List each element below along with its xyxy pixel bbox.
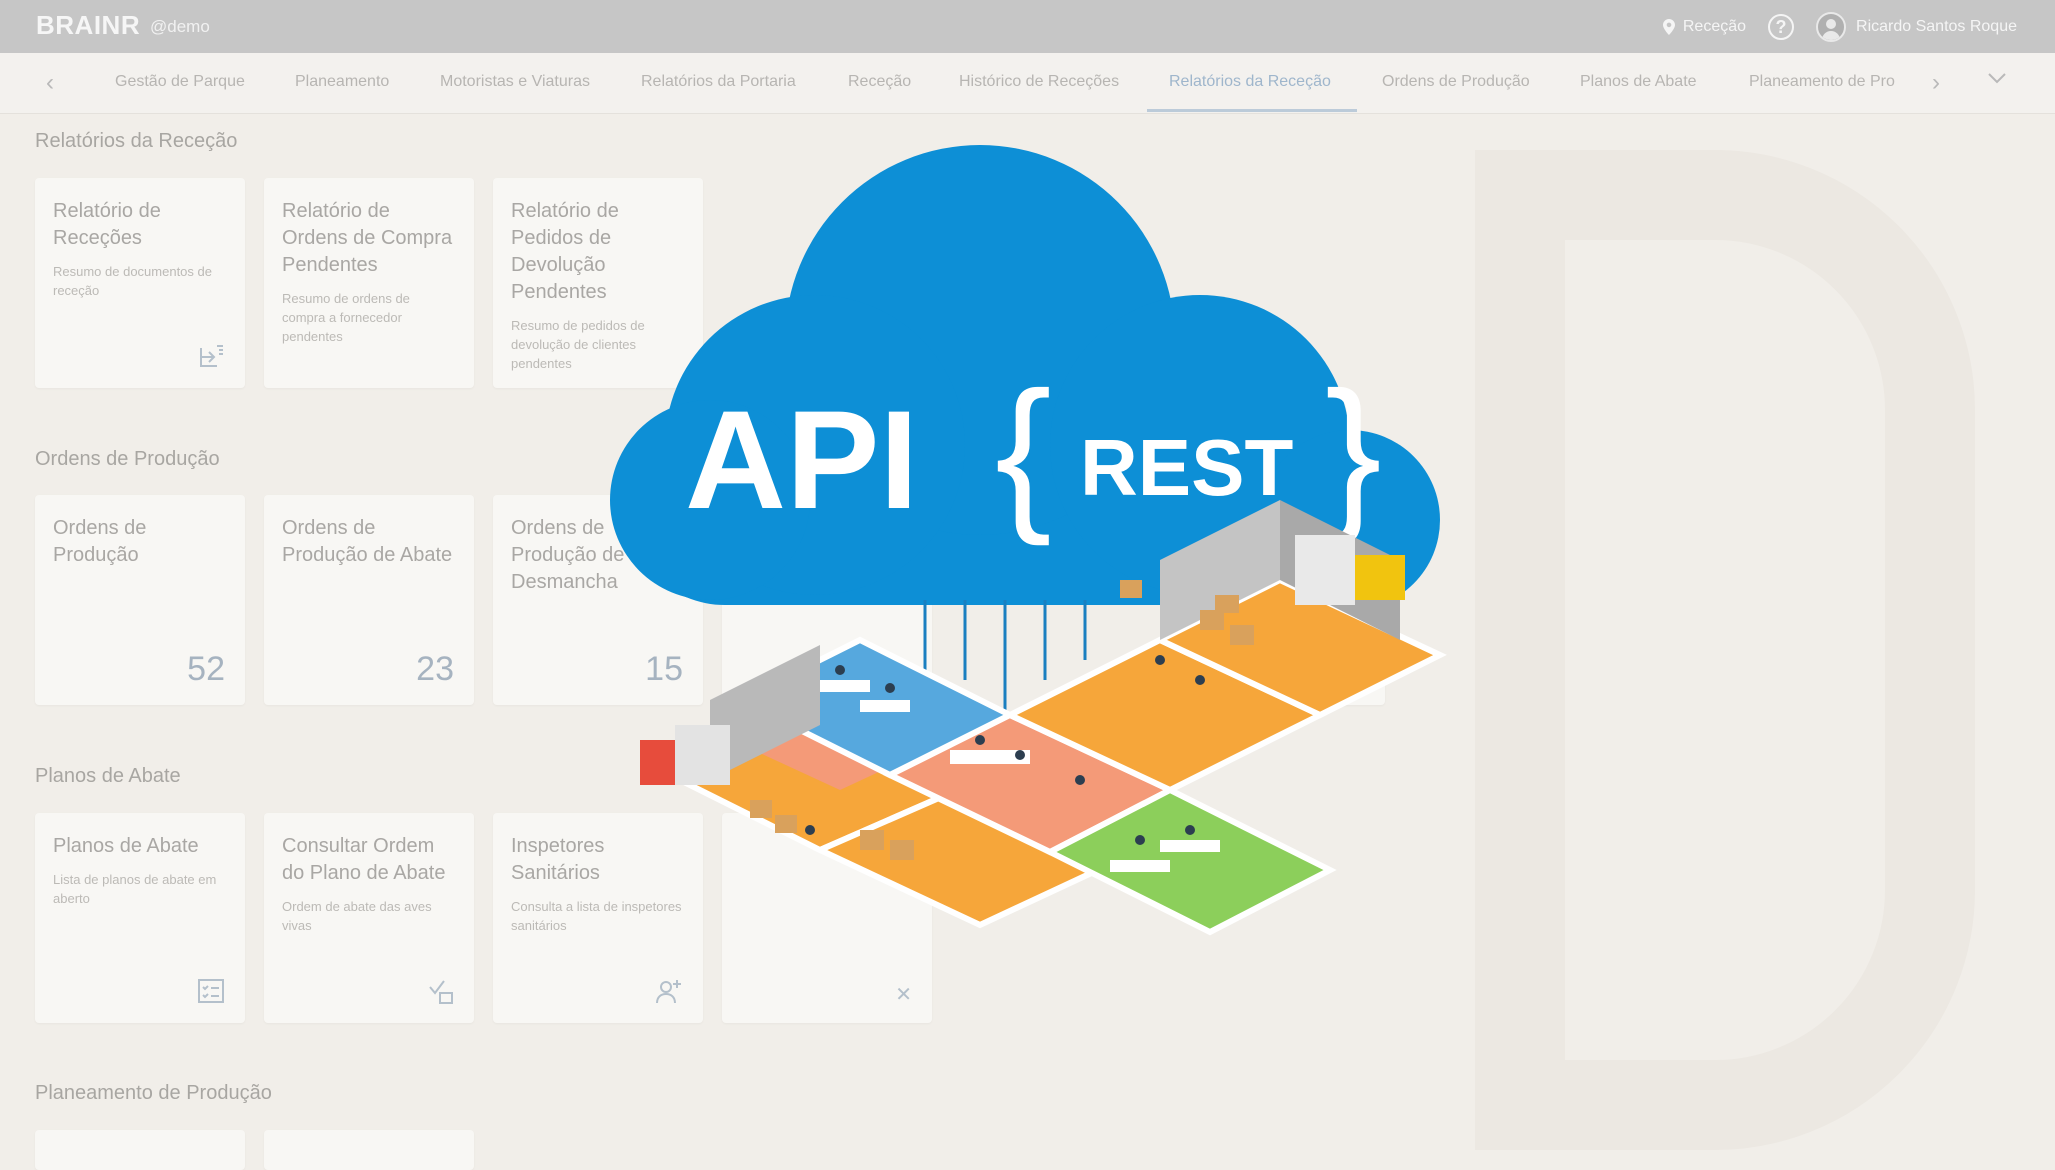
location-selector[interactable]: Receção [1662, 17, 1747, 36]
tile-planos-de-abate[interactable]: Planos de Abate Lista de planos de abate… [35, 813, 245, 1023]
tile-title: Relatório de Pedidos de Devolução Penden… [511, 200, 619, 303]
add-person-icon [656, 980, 681, 1004]
tab-relatorios-da-rececao[interactable]: Relatórios da Receção [1169, 73, 1331, 90]
tile-title: Ordens de Produção de Abate [282, 517, 453, 566]
import-icon [200, 345, 223, 367]
tile-title: Relatório de Ordens de Compra Pendentes [282, 200, 453, 276]
tab-planeamento-de-producao[interactable]: Planeamento de Pro [1749, 73, 1895, 90]
brand-logo[interactable]: BRAINR [36, 10, 141, 40]
tab-planos-de-abate[interactable]: Planos de Abate [1580, 73, 1697, 90]
tile-ordens-de-producao[interactable]: Ordens de Produção 52 [35, 495, 245, 705]
tile-planeamento-partial[interactable] [264, 1130, 474, 1170]
factory-floor-illustration [640, 500, 1447, 936]
tile-title: Relatório de Receções [53, 200, 161, 249]
tile-relatorio-de-rececoes[interactable]: Relatório de Receções Resumo de document… [35, 178, 245, 388]
tile-subtitle: Ordem de abate das aves vivas [282, 899, 432, 933]
rest-label: REST [1080, 423, 1293, 512]
background-brand-shape [1475, 150, 1975, 1150]
active-tab-indicator [1147, 109, 1357, 112]
tile-subtitle: Resumo de documentos de receção [53, 264, 212, 298]
order-check-icon [429, 980, 453, 1004]
user-menu[interactable]: Ricardo Santos Roque [1816, 11, 2017, 42]
tile-subtitle: Resumo de ordens de compra a fornecedor … [282, 291, 410, 344]
tile-inspetores-sanitarios[interactable]: Inspetores Sanitários Consulta a lista d… [493, 813, 703, 1023]
tab-scroll-left-icon[interactable]: ‹ [46, 69, 54, 96]
top-right-controls: Receção ? Ricardo Santos Roque [1662, 0, 2017, 53]
top-bar: BRAINR @demo Receção ? Ricardo Santos Ro… [0, 0, 2055, 53]
tab-rececao[interactable]: Receção [848, 73, 912, 90]
tile-relatorio-pedidos-devolucao-pendentes[interactable]: Relatório de Pedidos de Devolução Penden… [493, 178, 703, 388]
brace-open: { [995, 357, 1052, 547]
brace-close: } [1325, 357, 1382, 547]
tile-consultar-ordem-plano-abate[interactable]: Consultar Ordem do Plano de Abate Ordem … [264, 813, 474, 1023]
tab-overflow-chevron-down-icon[interactable] [1988, 73, 2006, 85]
location-label: Receção [1682, 17, 1747, 35]
tile-count: 15 [645, 650, 683, 688]
tab-historico-de-rececoes[interactable]: Histórico de Receções [959, 73, 1120, 90]
tile-title: Consultar Ordem do Plano de Abate [282, 835, 446, 884]
section-title-planos-de-abate: Planos de Abate [35, 765, 181, 787]
tile-title: Ordens de Produção [53, 517, 147, 566]
section-title-ordens-de-producao: Ordens de Produção [35, 448, 220, 470]
help-icon[interactable]: ? [1768, 13, 1795, 40]
api-label: API [685, 381, 918, 538]
api-rest-illustration: API { REST } [610, 145, 1447, 936]
tab-scroll-right-icon[interactable]: › [1932, 69, 1940, 96]
tab-ordens-de-producao[interactable]: Ordens de Produção [1382, 73, 1530, 90]
tile-subtitle: Lista de planos de abate em aberto [53, 872, 217, 906]
tile-subtitle: Consulta a lista de inspetores sanitário… [511, 899, 682, 933]
tab-planeamento[interactable]: Planeamento [295, 73, 390, 90]
close-icon: ✕ [895, 984, 912, 1006]
brand-tenant: @demo [150, 17, 210, 36]
tile-count: 23 [416, 650, 454, 688]
section-title-planeamento-de-producao: Planeamento de Produção [35, 1082, 272, 1104]
tile-title: Inspetores Sanitários [511, 835, 605, 884]
section-title-relatorios-da-rececao: Relatórios da Receção [35, 130, 238, 152]
tab-bar: ‹ Gestão de Parque Planeamento Motorista… [0, 53, 2055, 114]
tile-count: 52 [187, 650, 225, 688]
tab-relatorios-da-portaria[interactable]: Relatórios da Portaria [641, 73, 796, 90]
tile-relatorio-ordens-compra-pendentes[interactable]: Relatório de Ordens de Compra Pendentes … [264, 178, 474, 388]
tile-planeamento-partial[interactable] [35, 1130, 245, 1170]
user-name: Ricardo Santos Roque [1856, 17, 2017, 35]
tile-title: Ordens de Produção de Desmancha [511, 517, 625, 593]
avatar [1816, 11, 1847, 42]
tab-gestao-de-parque[interactable]: Gestão de Parque [115, 73, 245, 90]
tile-title: Planos de Abate [53, 835, 199, 857]
tile-subtitle: Resumo de pedidos de devolução de client… [511, 318, 645, 371]
checklist-icon [198, 979, 224, 1003]
location-pin-icon [1662, 18, 1675, 35]
tab-motoristas-e-viaturas[interactable]: Motoristas e Viaturas [440, 73, 590, 90]
tile-ordens-producao-abate[interactable]: Ordens de Produção de Abate 23 [264, 495, 474, 705]
